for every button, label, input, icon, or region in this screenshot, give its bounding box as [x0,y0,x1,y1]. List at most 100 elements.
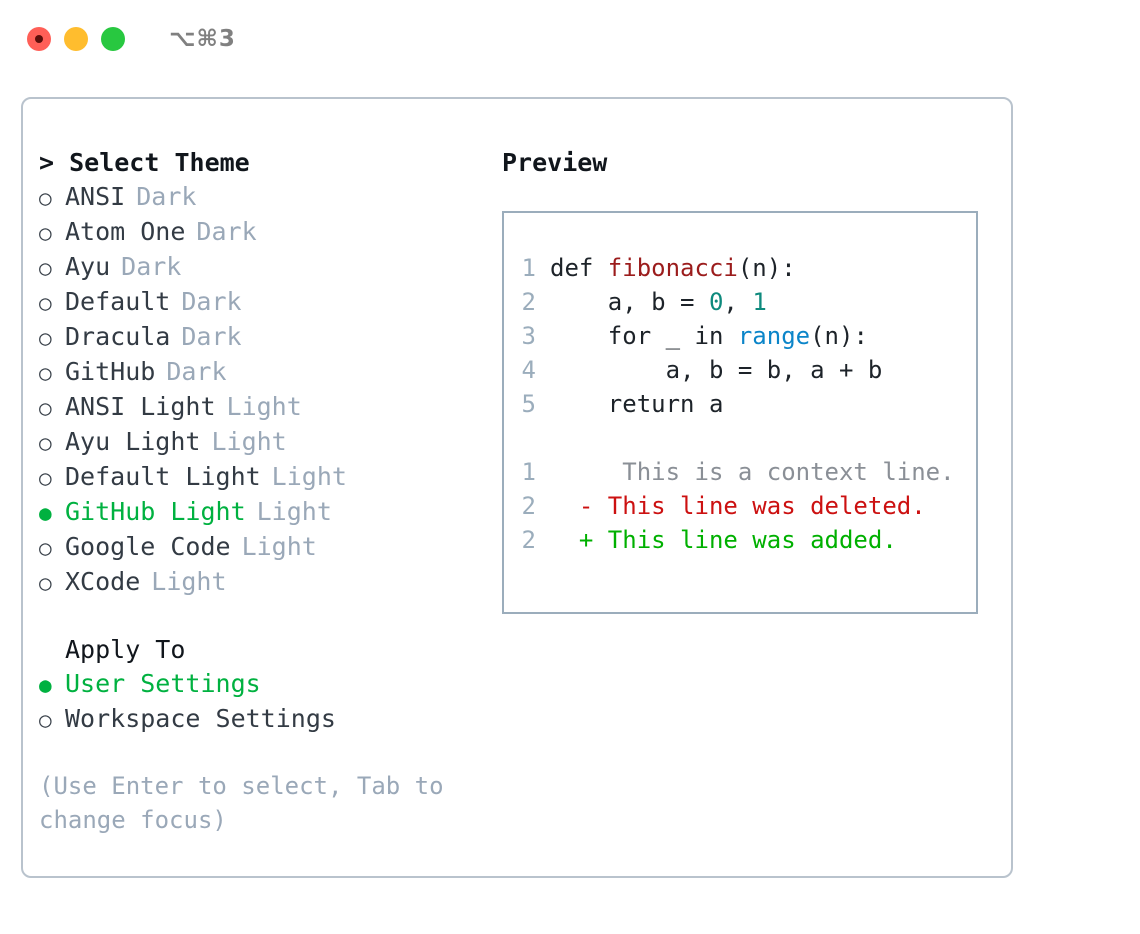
theme-option-3[interactable]: ○ Default Dark [39,285,479,320]
code-token: 0 [708,288,724,316]
diff-line: 2 - This line was deleted. [504,489,976,523]
theme-kind-badge: Light [271,462,347,491]
radio-unselected-icon: ○ [39,291,52,315]
apply-to-option-1[interactable]: ○Workspace Settings [39,702,479,737]
radio-unselected-icon: ○ [39,186,52,210]
theme-kind-badge: Dark [181,287,242,316]
code-line-text: a, b = 0, 1 [550,285,767,319]
radio-unselected-icon: ○ [39,361,52,385]
theme-option-4[interactable]: ○ Dracula Dark [39,320,479,355]
code-line: 4 a, b = b, a + b [504,353,976,387]
radio-unselected-icon: ○ [39,221,52,245]
radio-unselected-icon: ○ [39,571,52,595]
code-line-text: def fibonacci(n): [550,251,796,285]
radio-selected-icon: ● [39,673,52,697]
theme-option-label: Google Code [65,532,231,561]
theme-kind-badge: Dark [166,357,227,386]
code-line: 1 def fibonacci(n): [504,251,976,285]
theme-kind-badge: Light [211,427,287,456]
apply-to-option-0[interactable]: ● User Settings [39,667,479,702]
theme-option-label: GitHub [65,357,156,386]
line-number: 2 [521,288,536,316]
theme-option-label: XCode [65,567,141,596]
keyboard-hint-text: (Use Enter to select, Tab to change focu… [39,772,459,834]
theme-option-label: Ayu Light [65,427,201,456]
code-line: 2 a, b = 0, 1 [504,285,976,319]
code-line-text: a, b = b, a + b [550,353,883,387]
theme-kind-badge: Dark [121,252,182,281]
apply-to-title: Apply To [65,635,186,664]
diff-line-text: This is a context line. [550,458,955,486]
diff-line: 1 This is a context line. [504,455,976,489]
title-bar: ⌥⌘3 [0,0,1140,78]
code-line-text: for _ in range(n): [550,319,868,353]
theme-option-label: Default [65,287,171,316]
theme-kind-badge: Light [241,532,317,561]
line-number: 4 [521,356,536,384]
code-token: fibonacci [607,254,738,282]
theme-kind-badge: Dark [136,182,197,211]
line-number: 1 [521,458,536,486]
close-button-icon[interactable] [27,27,51,51]
theme-kind-badge: Dark [196,217,257,246]
theme-option-1[interactable]: ○ Atom One Dark [39,215,479,250]
theme-option-6[interactable]: ○ ANSI Light Light [39,390,479,425]
theme-option-2[interactable]: ○ Ayu Dark [39,250,479,285]
code-token: a, b = [550,288,709,316]
diff-sample: 1 This is a context line.2 - This line w… [504,455,976,557]
code-token: return a [550,390,724,418]
line-number: 2 [521,526,536,554]
radio-unselected-icon: ○ [39,466,52,490]
radio-unselected-icon: ○ [39,396,52,420]
code-token: a, b = b, a + b [550,356,883,384]
theme-option-0[interactable]: ○ ANSI Dark [39,180,479,215]
theme-option-label: Dracula [65,322,171,351]
theme-option-label: GitHub Light [65,497,246,526]
code-line-text: return a [550,387,724,421]
select-theme-header: > Select Theme [39,148,250,177]
diff-line-text: - This line was deleted. [550,492,926,520]
theme-option-label: Atom One [65,217,186,246]
code-token: def [550,254,608,282]
code-token: (n): [737,254,796,282]
code-token: range [737,322,811,350]
theme-kind-badge: Light [226,392,302,421]
theme-option-label: ANSI [65,182,126,211]
line-number: 5 [521,390,536,418]
apply-to-option-list: ● User Settings ○Workspace Settings [39,667,479,737]
radio-unselected-icon: ○ [39,326,52,350]
code-token: 1 [752,288,767,316]
code-token: (n): [810,322,868,350]
radio-unselected-icon: ○ [39,708,52,732]
diff-line: 2 + This line was added. [504,523,976,557]
theme-option-label: Ayu [65,252,111,281]
radio-unselected-icon: ○ [39,256,52,280]
window-controls [27,27,125,51]
line-number: 1 [521,254,536,282]
maximize-button-icon[interactable] [101,27,125,51]
code-token: for _ in [550,322,738,350]
code-line: 5 return a [504,387,976,421]
code-diff-spacer [504,421,976,455]
minimize-button-icon[interactable] [64,27,88,51]
theme-option-label: ANSI Light [65,392,216,421]
theme-kind-badge: Light [256,497,332,526]
theme-option-9[interactable]: ● GitHub Light Light [39,495,479,530]
theme-option-5[interactable]: ○ GitHub Dark [39,355,479,390]
apply-to-option-label: User Settings [65,669,261,698]
theme-kind-badge: Dark [181,322,242,351]
radio-selected-icon: ● [39,501,52,525]
preview-header: Preview [502,148,608,177]
line-number: 3 [521,322,536,350]
line-number: 2 [521,492,536,520]
